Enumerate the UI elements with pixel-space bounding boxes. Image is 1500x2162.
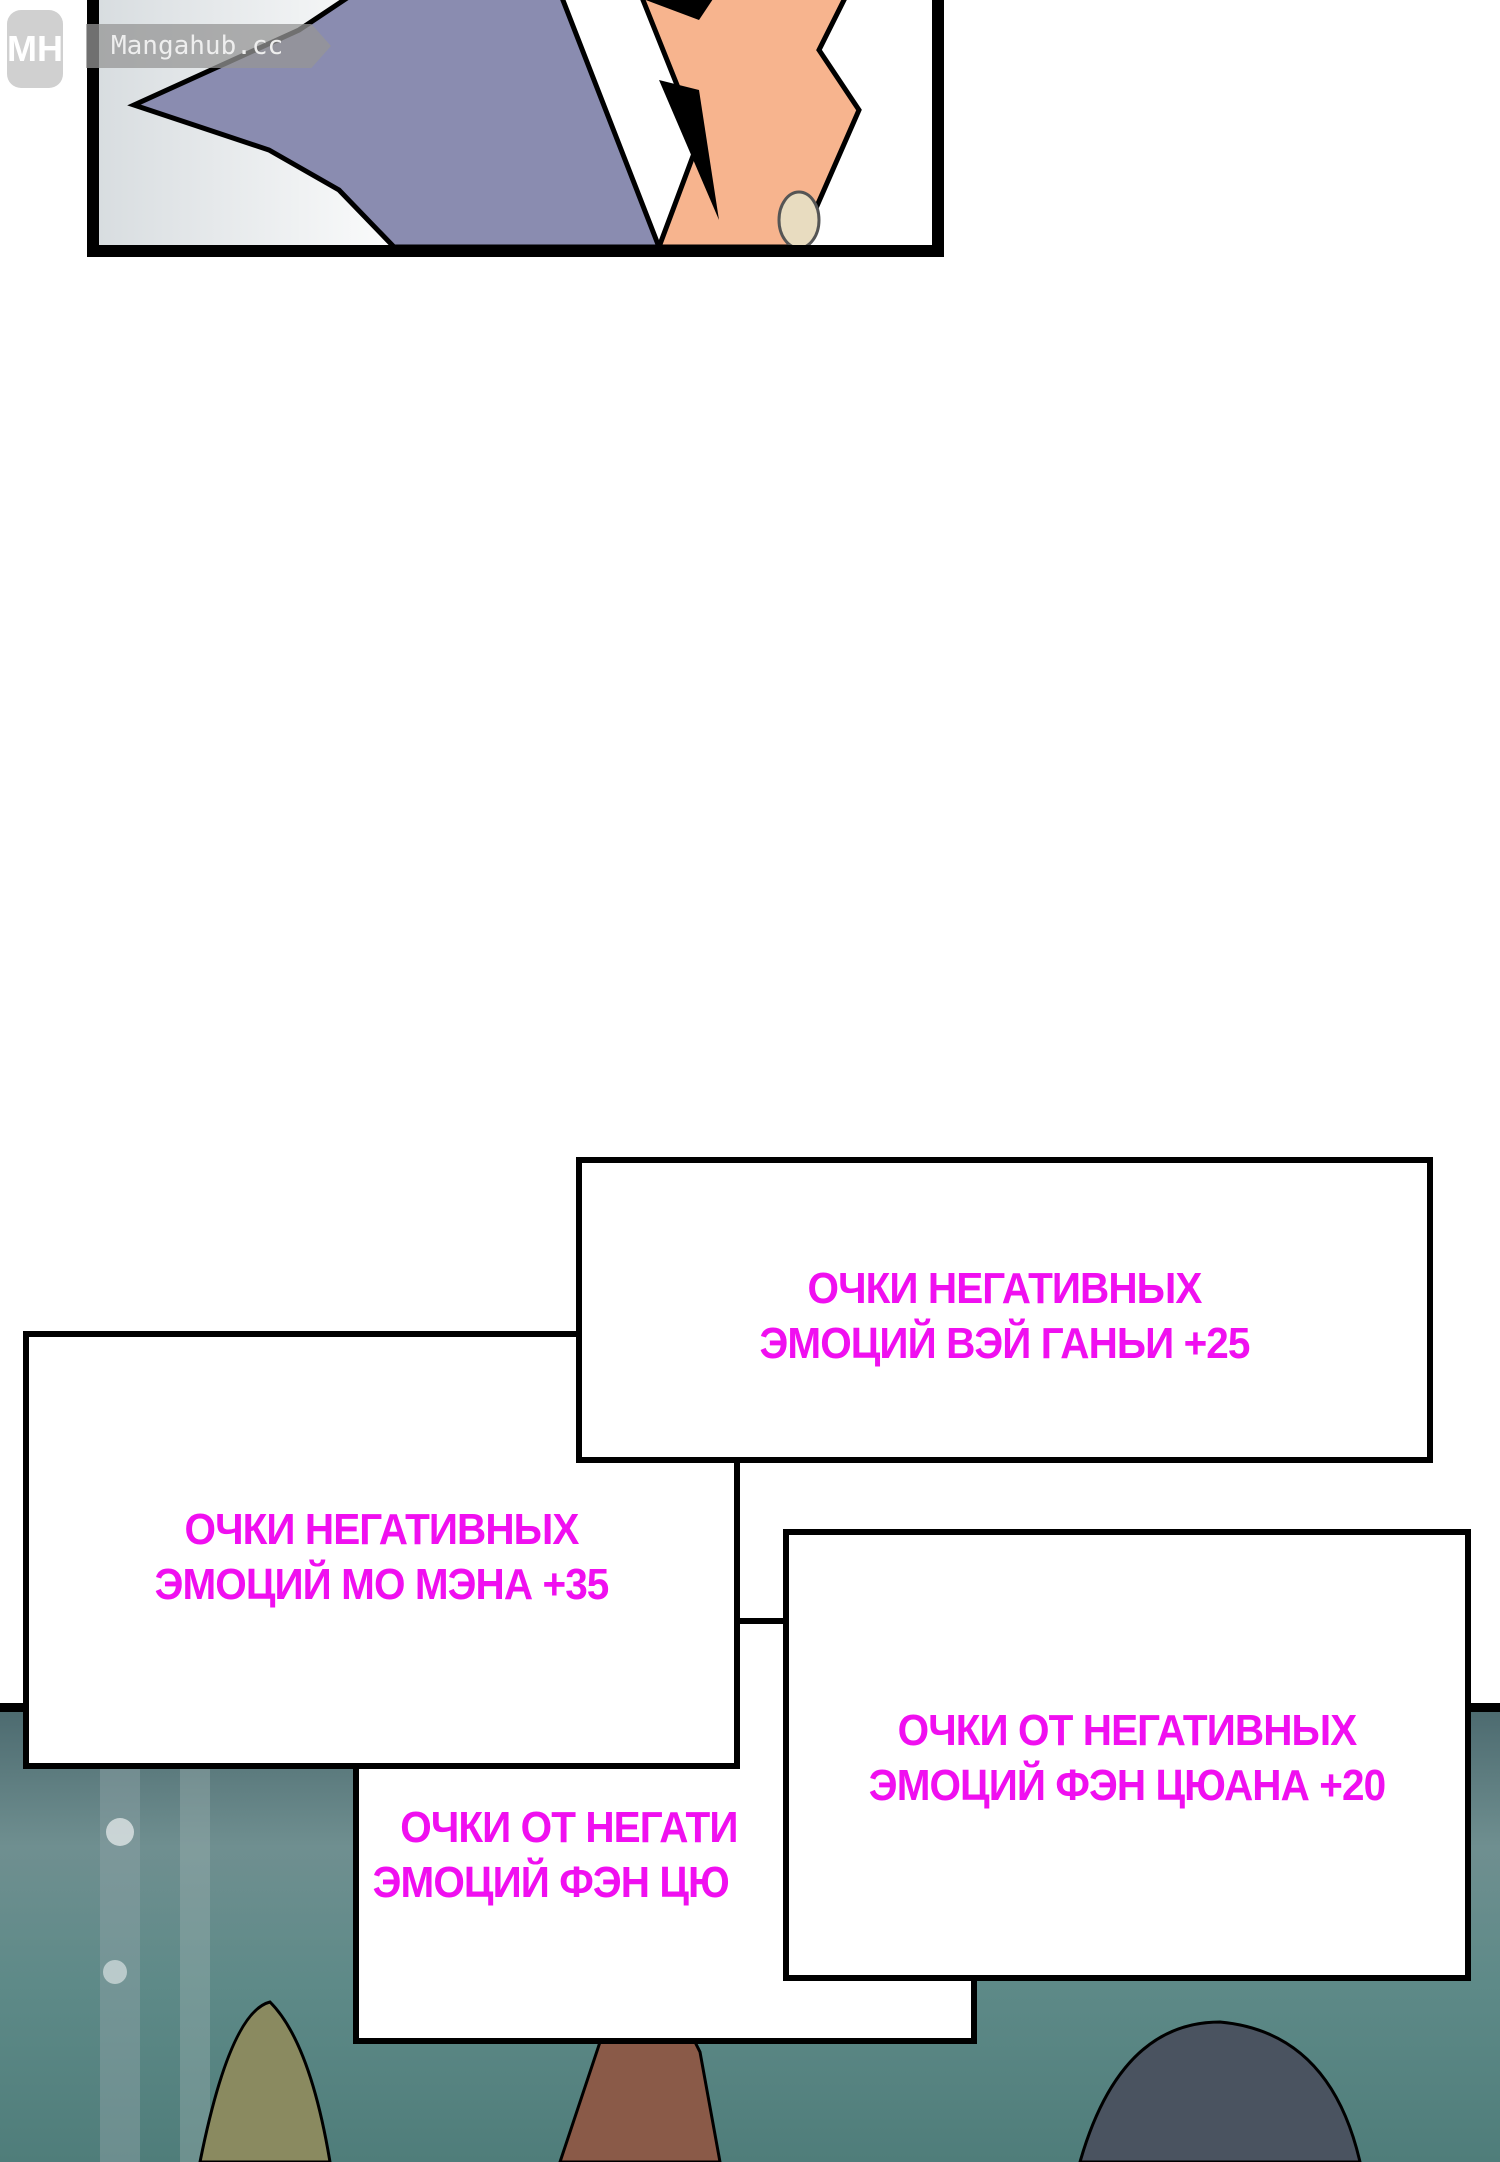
caption-line: ЭМОЦИЙ МО МЭНА +35 <box>154 1560 610 1609</box>
caption-line: ОЧКИ ОТ НЕГАТИ <box>400 1803 738 1852</box>
caption-text: ОЧКИ ОТ НЕГАТИ ЭМОЦИЙ ФЭН ЦЮ <box>345 1800 945 1910</box>
watermark-label: Mangahub.cc <box>86 24 331 68</box>
caption-text: ОЧКИ ОТ НЕГАТИВНЫХ ЭМОЦИЙ ФЭН ЦЮАНА +20 <box>816 1703 1438 1813</box>
caption-line: ЭМОЦИЙ ВЭЙ ГАНЬИ +25 <box>759 1319 1251 1368</box>
caption-line: ОЧКИ НЕГАТИВНЫХ <box>184 1505 580 1554</box>
caption-text: ОЧКИ НЕГАТИВНЫХ ЭМОЦИЙ МО МЭНА +35 <box>57 1502 706 1612</box>
caption-box-1: ОЧКИ НЕГАТИВНЫХ ЭМОЦИЙ ВЭЙ ГАНЬИ +25 <box>576 1157 1433 1463</box>
caption-line: ОЧКИ НЕГАТИВНЫХ <box>807 1264 1203 1313</box>
caption-line: ЭМОЦИЙ ФЭН ЦЮ <box>372 1858 730 1907</box>
forest-illustration <box>100 1712 1362 2162</box>
caption-line: ЭМОЦИЙ ФЭН ЦЮАНА +20 <box>868 1761 1386 1810</box>
caption-text: ОЧКИ НЕГАТИВНЫХ ЭМОЦИЙ ВЭЙ ГАНЬИ +25 <box>616 1261 1393 1371</box>
caption-line: ОЧКИ ОТ НЕГАТИВНЫХ <box>897 1706 1358 1755</box>
caption-box-4: ОЧКИ ОТ НЕГАТИВНЫХ ЭМОЦИЙ ФЭН ЦЮАНА +20 <box>783 1529 1471 1981</box>
logo-text: MH <box>7 28 63 69</box>
watermark-logo: MH <box>7 10 63 88</box>
